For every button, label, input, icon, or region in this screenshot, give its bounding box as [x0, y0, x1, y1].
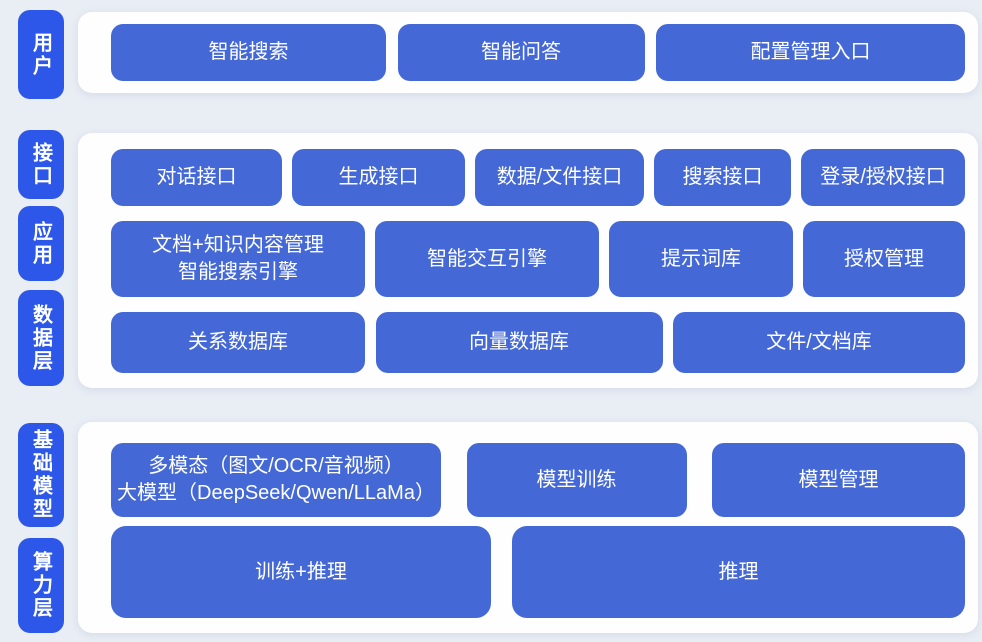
- block-dialog-api-label: 对话接口: [156, 166, 237, 188]
- block-inference-label: 推理: [718, 560, 759, 583]
- layer-label-compute-layer: 算力层: [18, 538, 64, 633]
- block-multimodal-large-model-line2: 大模型（DeepSeek/Qwen/LLaMa）: [117, 482, 435, 504]
- layer-label-application: 应用: [18, 206, 64, 281]
- layer-label-interface: 接口: [18, 130, 64, 199]
- layer-label-base-model: 基础模型: [18, 423, 64, 527]
- block-inference: 推理: [512, 526, 965, 618]
- block-interaction-engine-label: 智能交互引擎: [427, 247, 547, 270]
- row-application-modules: 文档+知识内容管理 智能搜索引擎 智能交互引擎 提示词库 授权管理: [111, 221, 965, 297]
- block-data-file-api: 数据/文件接口: [475, 149, 644, 206]
- block-search-api: 搜索接口: [654, 149, 791, 206]
- block-prompt-library-label: 提示词库: [661, 247, 741, 270]
- block-auth-management: 授权管理: [803, 221, 965, 297]
- panel-bottom-layers: 多模态（图文/OCR/音视频） 大模型（DeepSeek/Qwen/LLaMa）…: [78, 422, 978, 633]
- block-multimodal-large-model: 多模态（图文/OCR/音视频） 大模型（DeepSeek/Qwen/LLaMa）: [111, 443, 441, 517]
- block-multimodal-large-model-line1: 多模态（图文/OCR/音视频）: [148, 455, 404, 477]
- block-search-api-label: 搜索接口: [682, 166, 763, 188]
- layer-label-data-layer: 数据层: [18, 290, 64, 386]
- block-relational-database: 关系数据库: [111, 312, 365, 373]
- layer-label-base-model-text: 基础模型: [29, 429, 52, 521]
- block-smart-search-label: 智能搜索: [208, 41, 289, 63]
- layer-label-application-text: 应用: [29, 220, 52, 267]
- block-generation-api-label: 生成接口: [338, 166, 419, 188]
- block-relational-database-label: 关系数据库: [188, 331, 288, 353]
- block-doc-knowledge-mgmt: 文档+知识内容管理 智能搜索引擎: [111, 221, 365, 297]
- block-model-management: 模型管理: [712, 443, 965, 517]
- block-model-training: 模型训练: [466, 443, 687, 517]
- row-compute: 训练+推理 推理: [111, 526, 965, 618]
- panel-middle-layers: 对话接口 生成接口 数据/文件接口 搜索接口 登录/授权接口 文档+知识内容管理…: [78, 133, 978, 388]
- layer-label-interface-text: 接口: [29, 141, 52, 188]
- block-data-file-api-label: 数据/文件接口: [496, 166, 623, 188]
- block-model-management-label: 模型管理: [798, 468, 879, 491]
- block-vector-database: 向量数据库: [375, 312, 663, 373]
- block-training-inference: 训练+推理: [111, 526, 491, 618]
- block-training-inference-label: 训练+推理: [255, 560, 347, 583]
- layer-label-compute-layer-text: 算力层: [29, 551, 52, 620]
- block-smart-qa-label: 智能问答: [481, 41, 561, 63]
- block-generation-api: 生成接口: [292, 149, 465, 206]
- row-data-stores: 关系数据库 向量数据库 文件/文档库: [111, 312, 965, 373]
- block-prompt-library: 提示词库: [609, 221, 793, 297]
- row-user-entries: 智能搜索 智能问答 配置管理入口: [111, 24, 965, 81]
- block-doc-knowledge-mgmt-line2: 智能搜索引擎: [178, 261, 298, 283]
- block-config-mgmt-entry: 配置管理入口: [656, 24, 965, 81]
- block-file-document-store: 文件/文档库: [673, 312, 965, 373]
- row-interface-apis: 对话接口 生成接口 数据/文件接口 搜索接口 登录/授权接口: [111, 149, 965, 206]
- block-model-training-label: 模型训练: [536, 468, 617, 491]
- block-config-mgmt-entry-label: 配置管理入口: [750, 41, 871, 63]
- row-base-models: 多模态（图文/OCR/音视频） 大模型（DeepSeek/Qwen/LLaMa）…: [111, 443, 965, 517]
- block-file-document-store-label: 文件/文档库: [766, 331, 872, 353]
- block-doc-knowledge-mgmt-line1: 文档+知识内容管理: [152, 234, 324, 256]
- block-login-auth-api: 登录/授权接口: [801, 149, 965, 206]
- panel-user-layer: 智能搜索 智能问答 配置管理入口: [78, 12, 978, 93]
- block-dialog-api: 对话接口: [111, 149, 282, 206]
- block-vector-database-label: 向量数据库: [469, 331, 569, 353]
- layer-label-user: 用户: [18, 10, 64, 99]
- block-interaction-engine: 智能交互引擎: [375, 221, 599, 297]
- block-smart-search: 智能搜索: [111, 24, 386, 81]
- layer-label-user-text: 用户: [29, 31, 52, 78]
- layer-label-data-layer-text: 数据层: [29, 303, 52, 373]
- block-smart-qa: 智能问答: [397, 24, 645, 81]
- block-login-auth-api-label: 登录/授权接口: [820, 166, 946, 188]
- block-auth-management-label: 授权管理: [844, 247, 924, 270]
